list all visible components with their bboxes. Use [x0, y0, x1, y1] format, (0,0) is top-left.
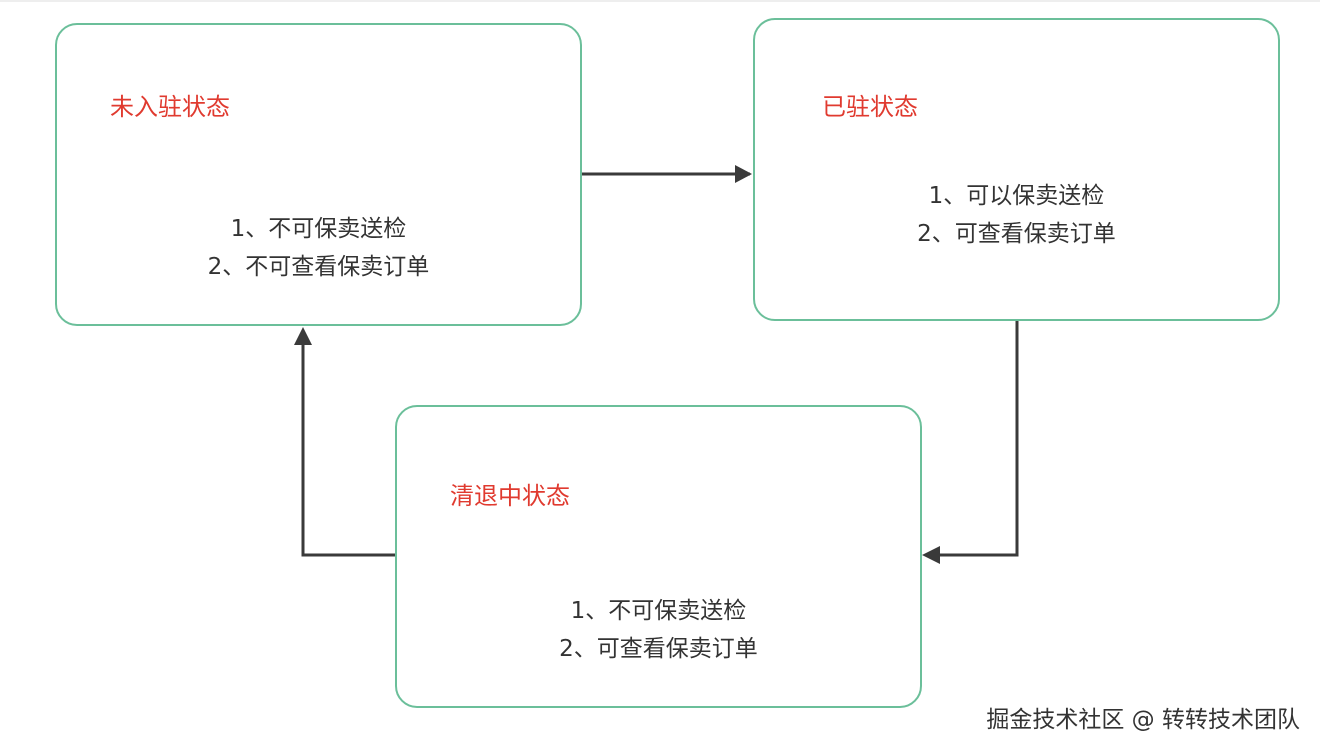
top-divider: [0, 0, 1320, 2]
state-title: 清退中状态: [450, 482, 570, 510]
state-box-entered: 已驻状态 1、可以保卖送检 2、可查看保卖订单: [753, 18, 1280, 321]
state-description: 1、不可保卖送检 2、不可查看保卖订单: [57, 210, 580, 286]
watermark: 掘金技术社区 @ 转转技术团队: [986, 707, 1300, 733]
state-line: 2、可查看保卖订单: [559, 636, 758, 662]
state-line: 2、不可查看保卖订单: [207, 254, 430, 280]
state-title: 未入驻状态: [110, 93, 230, 121]
arrow-clearing-to-not-entered: [301, 345, 395, 557]
state-box-clearing: 清退中状态 1、不可保卖送检 2、可查看保卖订单: [395, 405, 922, 708]
state-line: 1、不可保卖送检: [230, 216, 407, 242]
state-description: 1、不可保卖送检 2、可查看保卖订单: [397, 592, 920, 668]
state-title: 已驻状态: [822, 93, 918, 121]
arrowhead-up: [294, 327, 312, 345]
state-box-not-entered: 未入驻状态 1、不可保卖送检 2、不可查看保卖订单: [55, 23, 582, 326]
state-line: 1、可以保卖送检: [928, 183, 1105, 209]
arrow-entered-to-clearing: [940, 321, 1019, 557]
state-description: 1、可以保卖送检 2、可查看保卖订单: [755, 177, 1278, 253]
state-line: 2、可查看保卖订单: [917, 221, 1116, 247]
state-line: 1、不可保卖送检: [570, 598, 747, 624]
arrowhead-left: [922, 546, 940, 564]
arrowhead-right: [735, 165, 752, 183]
